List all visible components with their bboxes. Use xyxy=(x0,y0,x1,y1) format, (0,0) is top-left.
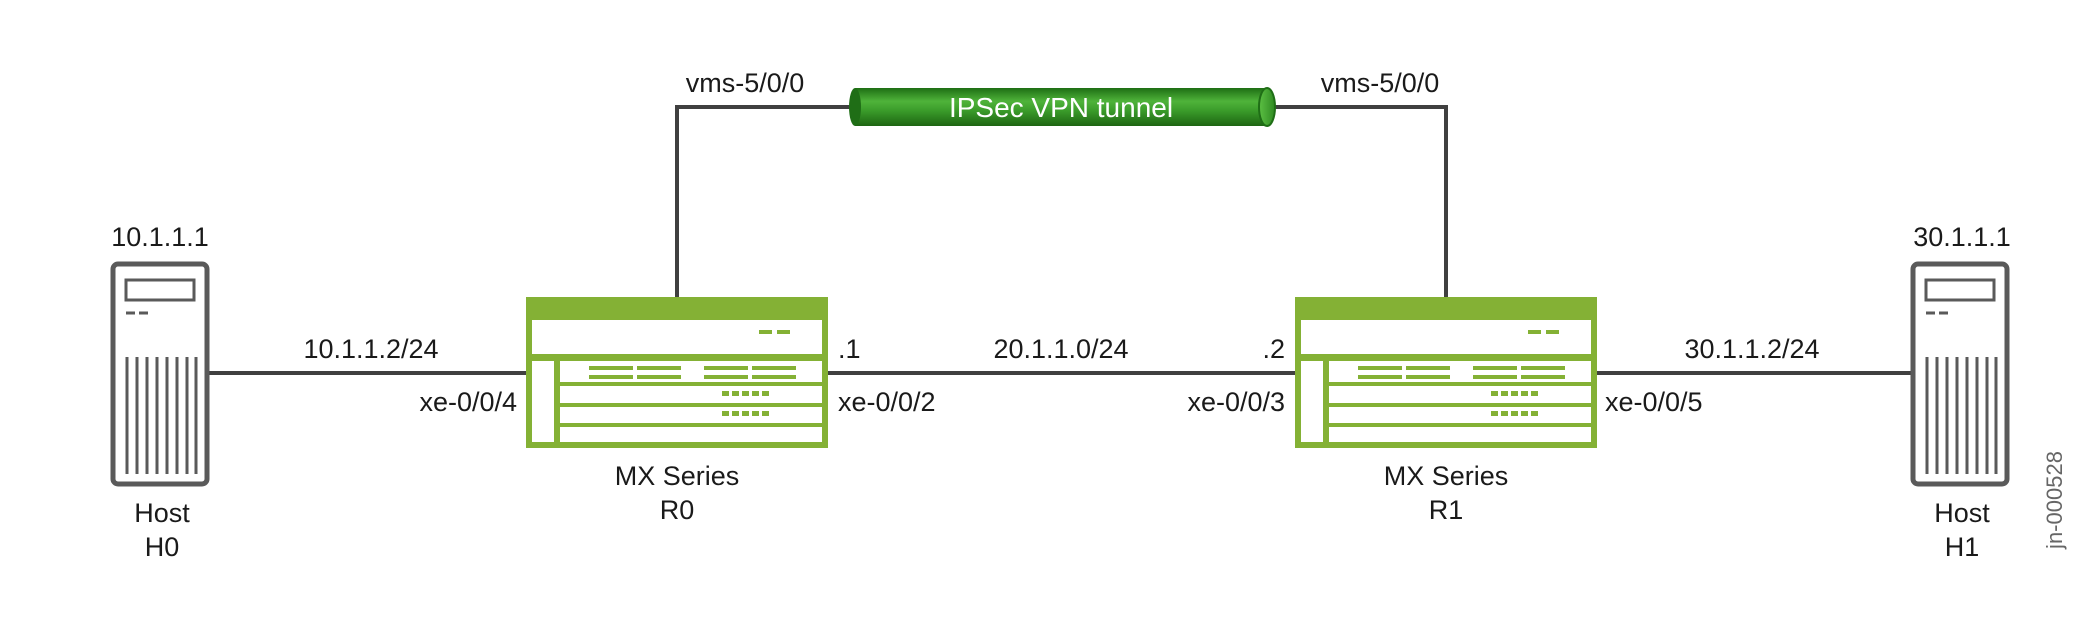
host-h1: 30.1.1.1 Host H1 xyxy=(1913,222,2011,562)
router-r1-tunnel-interface: vms-5/0/0 xyxy=(1321,68,1440,98)
link-r0-tunnel xyxy=(675,105,855,300)
host-h0-icon xyxy=(113,264,207,484)
figure-id: jn-000528 xyxy=(2042,451,2067,550)
host-h1-icon xyxy=(1913,264,2007,484)
network-links xyxy=(208,105,1912,375)
router-r1: MX Series R1 vms-5/0/0 xe-0/0/3 .2 xe-0/… xyxy=(1187,68,1702,525)
router-r1-icon xyxy=(1298,300,1594,445)
router-r0-left-interface: xe-0/0/4 xyxy=(419,387,517,417)
host-h1-type: Host xyxy=(1934,498,1990,528)
subnet-label-r0-r1: 20.1.1.0/24 xyxy=(993,334,1128,364)
router-r0: MX Series R0 vms-5/0/0 xe-0/0/4 xe-0/0/2… xyxy=(419,68,935,525)
subnet-label-h0-r0: 10.1.1.2/24 xyxy=(303,334,438,364)
subnet-label-r1-h1: 30.1.1.2/24 xyxy=(1684,334,1819,364)
router-r0-right-address: .1 xyxy=(838,334,861,364)
router-r0-tunnel-interface: vms-5/0/0 xyxy=(686,68,805,98)
host-h1-ip: 30.1.1.1 xyxy=(1913,222,2011,252)
ipsec-tunnel: IPSec VPN tunnel xyxy=(849,87,1276,127)
router-r0-icon xyxy=(529,300,825,445)
host-h0-type: Host xyxy=(134,498,190,528)
host-h0-name: H0 xyxy=(145,532,180,562)
router-r1-left-address: .2 xyxy=(1262,334,1285,364)
router-r0-name: R0 xyxy=(660,495,695,525)
router-r1-name: R1 xyxy=(1429,495,1464,525)
router-r1-left-interface: xe-0/0/3 xyxy=(1187,387,1285,417)
host-h0: 10.1.1.1 Host H0 xyxy=(111,222,209,562)
router-r1-right-interface: xe-0/0/5 xyxy=(1605,387,1703,417)
link-r1-tunnel xyxy=(1264,105,1448,300)
router-r0-right-interface: xe-0/0/2 xyxy=(838,387,936,417)
router-r0-series: MX Series xyxy=(615,461,740,491)
host-h1-name: H1 xyxy=(1945,532,1980,562)
tunnel-label: IPSec VPN tunnel xyxy=(949,92,1173,123)
host-h0-ip: 10.1.1.1 xyxy=(111,222,209,252)
router-r1-series: MX Series xyxy=(1384,461,1509,491)
